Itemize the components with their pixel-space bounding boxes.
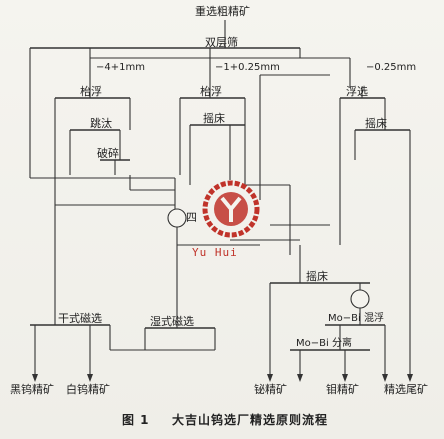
table-lower-label: 摇床 bbox=[306, 270, 328, 283]
product-black-tungsten: 黑钨精矿 bbox=[10, 383, 54, 396]
dry-magnetic-label: 干式磁选 bbox=[58, 312, 102, 325]
table-mid-label: 摇床 bbox=[203, 112, 225, 125]
feed-label: 重选粗精矿 bbox=[195, 5, 250, 18]
brand-logo bbox=[202, 180, 260, 238]
jig-label: 跳汰 bbox=[90, 117, 112, 130]
size-coarse-label: −4+1mm bbox=[96, 62, 145, 73]
jig-flot-left-label: 枱浮 bbox=[80, 85, 102, 98]
size-mid-label: −1+0.25mm bbox=[215, 62, 280, 73]
wet-magnetic-label: 湿式磁选 bbox=[150, 315, 194, 328]
product-white-tungsten: 白钨精矿 bbox=[66, 383, 110, 396]
table-right-label: 摇床 bbox=[365, 117, 387, 130]
mo-bi-mixed-label: Mo−Bi 混浮 bbox=[328, 313, 384, 324]
brand-watermark-text: Yu Hui bbox=[192, 246, 238, 259]
jig-flot-mid-label: 枱浮 bbox=[200, 85, 222, 98]
size-fine-label: −0.25mm bbox=[366, 62, 417, 73]
flotation-label: 浮选 bbox=[346, 85, 368, 98]
unlabeled-node-label: 四 bbox=[186, 211, 197, 224]
figure-caption: 大吉山钨选厂精选原则流程 bbox=[172, 413, 329, 427]
product-bismuth: 铋精矿 bbox=[254, 383, 287, 396]
crush-label: 破碎 bbox=[97, 147, 119, 160]
mo-bi-separation-label: Mo−Bi 分离 bbox=[296, 338, 352, 349]
figure-number: 图 1 bbox=[122, 413, 150, 427]
product-molybdenum: 钼精矿 bbox=[326, 383, 359, 396]
product-tailings: 精选尾矿 bbox=[384, 383, 428, 396]
double-screen-label: 双层筛 bbox=[205, 36, 238, 49]
